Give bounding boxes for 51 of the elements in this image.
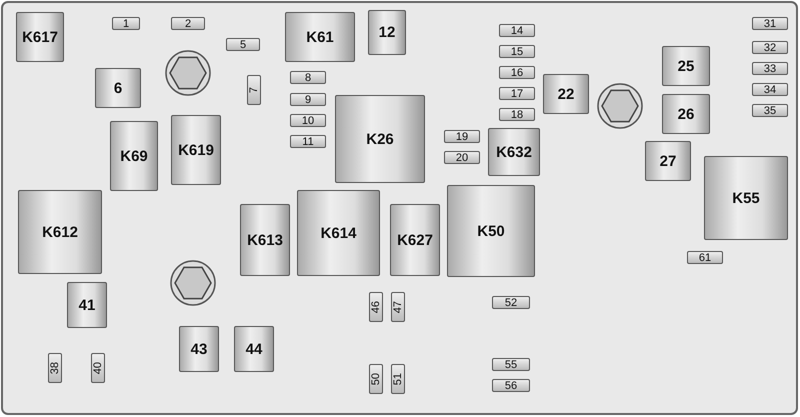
- fuse: 16: [499, 66, 535, 79]
- relay: 25: [662, 46, 710, 86]
- fuse: 2: [171, 17, 205, 30]
- relay: K614: [297, 190, 380, 276]
- relay: 41: [67, 282, 107, 328]
- fuse: 51: [391, 364, 405, 394]
- fuse: 40: [91, 353, 105, 383]
- relay: K26: [335, 95, 425, 183]
- fuse: 17: [499, 87, 535, 100]
- relay: K61: [285, 12, 355, 62]
- fuse: 19: [444, 130, 480, 143]
- relay: 22: [543, 74, 589, 114]
- fuse: 47: [391, 292, 405, 322]
- relay: K617: [16, 12, 64, 62]
- relay: 27: [645, 141, 691, 181]
- fuse: 10: [290, 114, 326, 127]
- relay: K612: [18, 190, 102, 274]
- fuse: 20: [444, 151, 480, 164]
- fuse: 46: [369, 292, 383, 322]
- fuse: 34: [752, 83, 788, 96]
- relay: K632: [488, 128, 540, 176]
- fuse: 9: [290, 93, 326, 106]
- fuse: 32: [752, 41, 788, 54]
- relay: K619: [171, 115, 221, 185]
- fuse: 56: [492, 379, 530, 392]
- relay: 6: [95, 68, 141, 108]
- fuse: 61: [687, 251, 723, 264]
- relay: 43: [179, 326, 219, 372]
- fuse: 55: [492, 358, 530, 371]
- fuse: 5: [226, 38, 260, 51]
- fuse: 14: [499, 24, 535, 37]
- relay: K627: [390, 204, 440, 276]
- fuse: 7: [247, 75, 261, 105]
- fuse: 52: [492, 296, 530, 309]
- relay: K50: [447, 185, 535, 277]
- fuse: 50: [369, 364, 383, 394]
- fuse: 15: [499, 45, 535, 58]
- fuse: 1: [112, 17, 140, 30]
- fuse: 8: [290, 71, 326, 84]
- fuse: 11: [290, 135, 326, 148]
- fuse: 31: [752, 17, 788, 30]
- fuse: 35: [752, 104, 788, 117]
- relay: 12: [368, 10, 406, 55]
- relay: 26: [662, 94, 710, 134]
- fuse: 33: [752, 62, 788, 75]
- relay: K69: [110, 121, 158, 191]
- fuse: 18: [499, 108, 535, 121]
- relay: K613: [240, 204, 290, 276]
- fuse: 38: [48, 353, 62, 383]
- relay: 44: [234, 326, 274, 372]
- relay: K55: [704, 156, 788, 240]
